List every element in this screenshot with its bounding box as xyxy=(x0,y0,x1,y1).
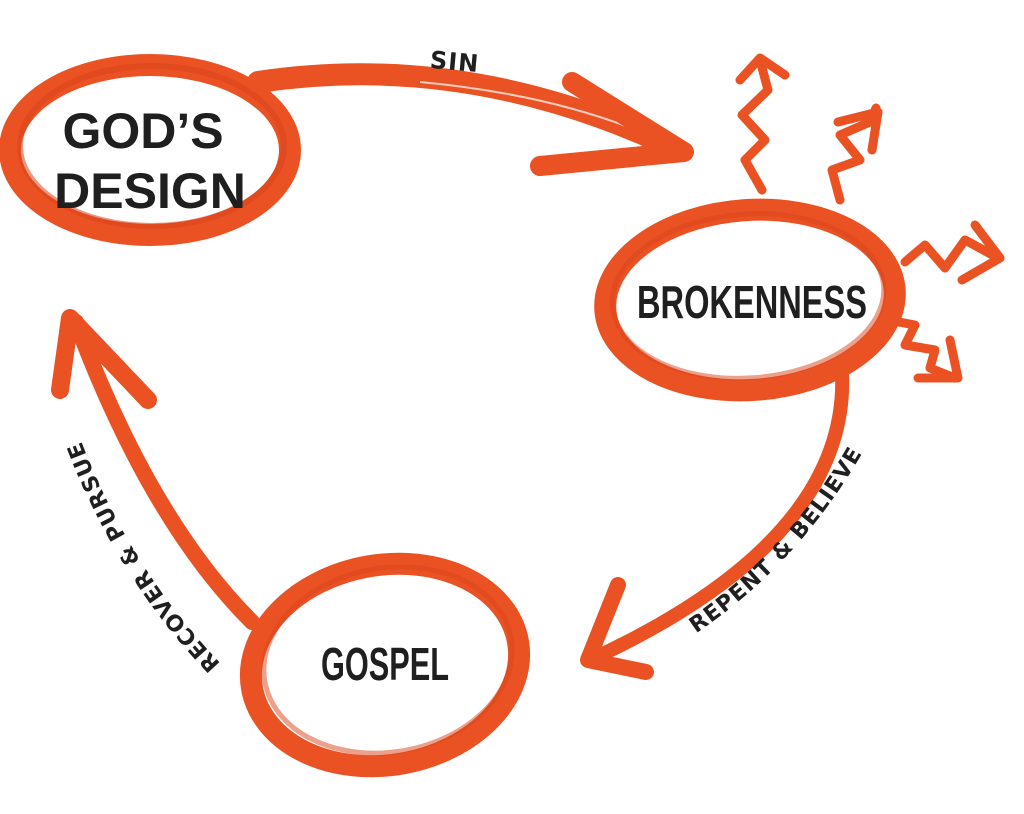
brokenness-label: BROKENNESS xyxy=(637,276,867,328)
repent-arrowhead-icon xyxy=(580,577,654,680)
node-brokenness: BROKENNESS xyxy=(594,53,1005,402)
edge-sin: SIN xyxy=(247,46,694,176)
brokenness-burst xyxy=(735,53,1005,383)
sin-label: SIN xyxy=(429,46,481,78)
gods-design-ring-overlay xyxy=(17,63,287,229)
sin-arrowhead-icon xyxy=(530,72,694,176)
gods-design-label-line-1: GOD’S xyxy=(62,103,223,159)
svg-text:REPENT & BELIEVE: REPENT & BELIEVE xyxy=(685,443,868,639)
recover-arrow-shaft xyxy=(68,314,260,630)
zigzag-arrow-icon xyxy=(735,53,790,195)
svg-text:GOD’S DESIGN: GOD’S DESIGN xyxy=(54,103,246,219)
node-gospel: GOSPEL xyxy=(239,552,531,778)
gospel-ring-overlay xyxy=(261,564,515,756)
repent-arrow-shaft xyxy=(583,365,850,667)
edge-recover-pursue: RECOVER & PURSUE xyxy=(51,309,260,677)
node-gods-design: GOD’S DESIGN xyxy=(0,54,301,246)
recover-arrowhead-icon xyxy=(51,309,157,409)
gospel-ring xyxy=(239,552,531,778)
brokenness-ring xyxy=(594,198,906,402)
zigzag-arrow-icon xyxy=(900,220,1005,285)
gods-design-label-line-2: DESIGN xyxy=(54,163,246,219)
repent-believe-label: REPENT & BELIEVE xyxy=(685,443,867,639)
brokenness-ring-overlay xyxy=(609,211,887,381)
gospel-label: GOSPEL xyxy=(321,638,449,690)
edge-repent-believe: REPENT & BELIEVE xyxy=(580,365,868,680)
zigzag-arrow-icon xyxy=(883,315,963,383)
zigzag-arrow-icon xyxy=(827,103,883,205)
